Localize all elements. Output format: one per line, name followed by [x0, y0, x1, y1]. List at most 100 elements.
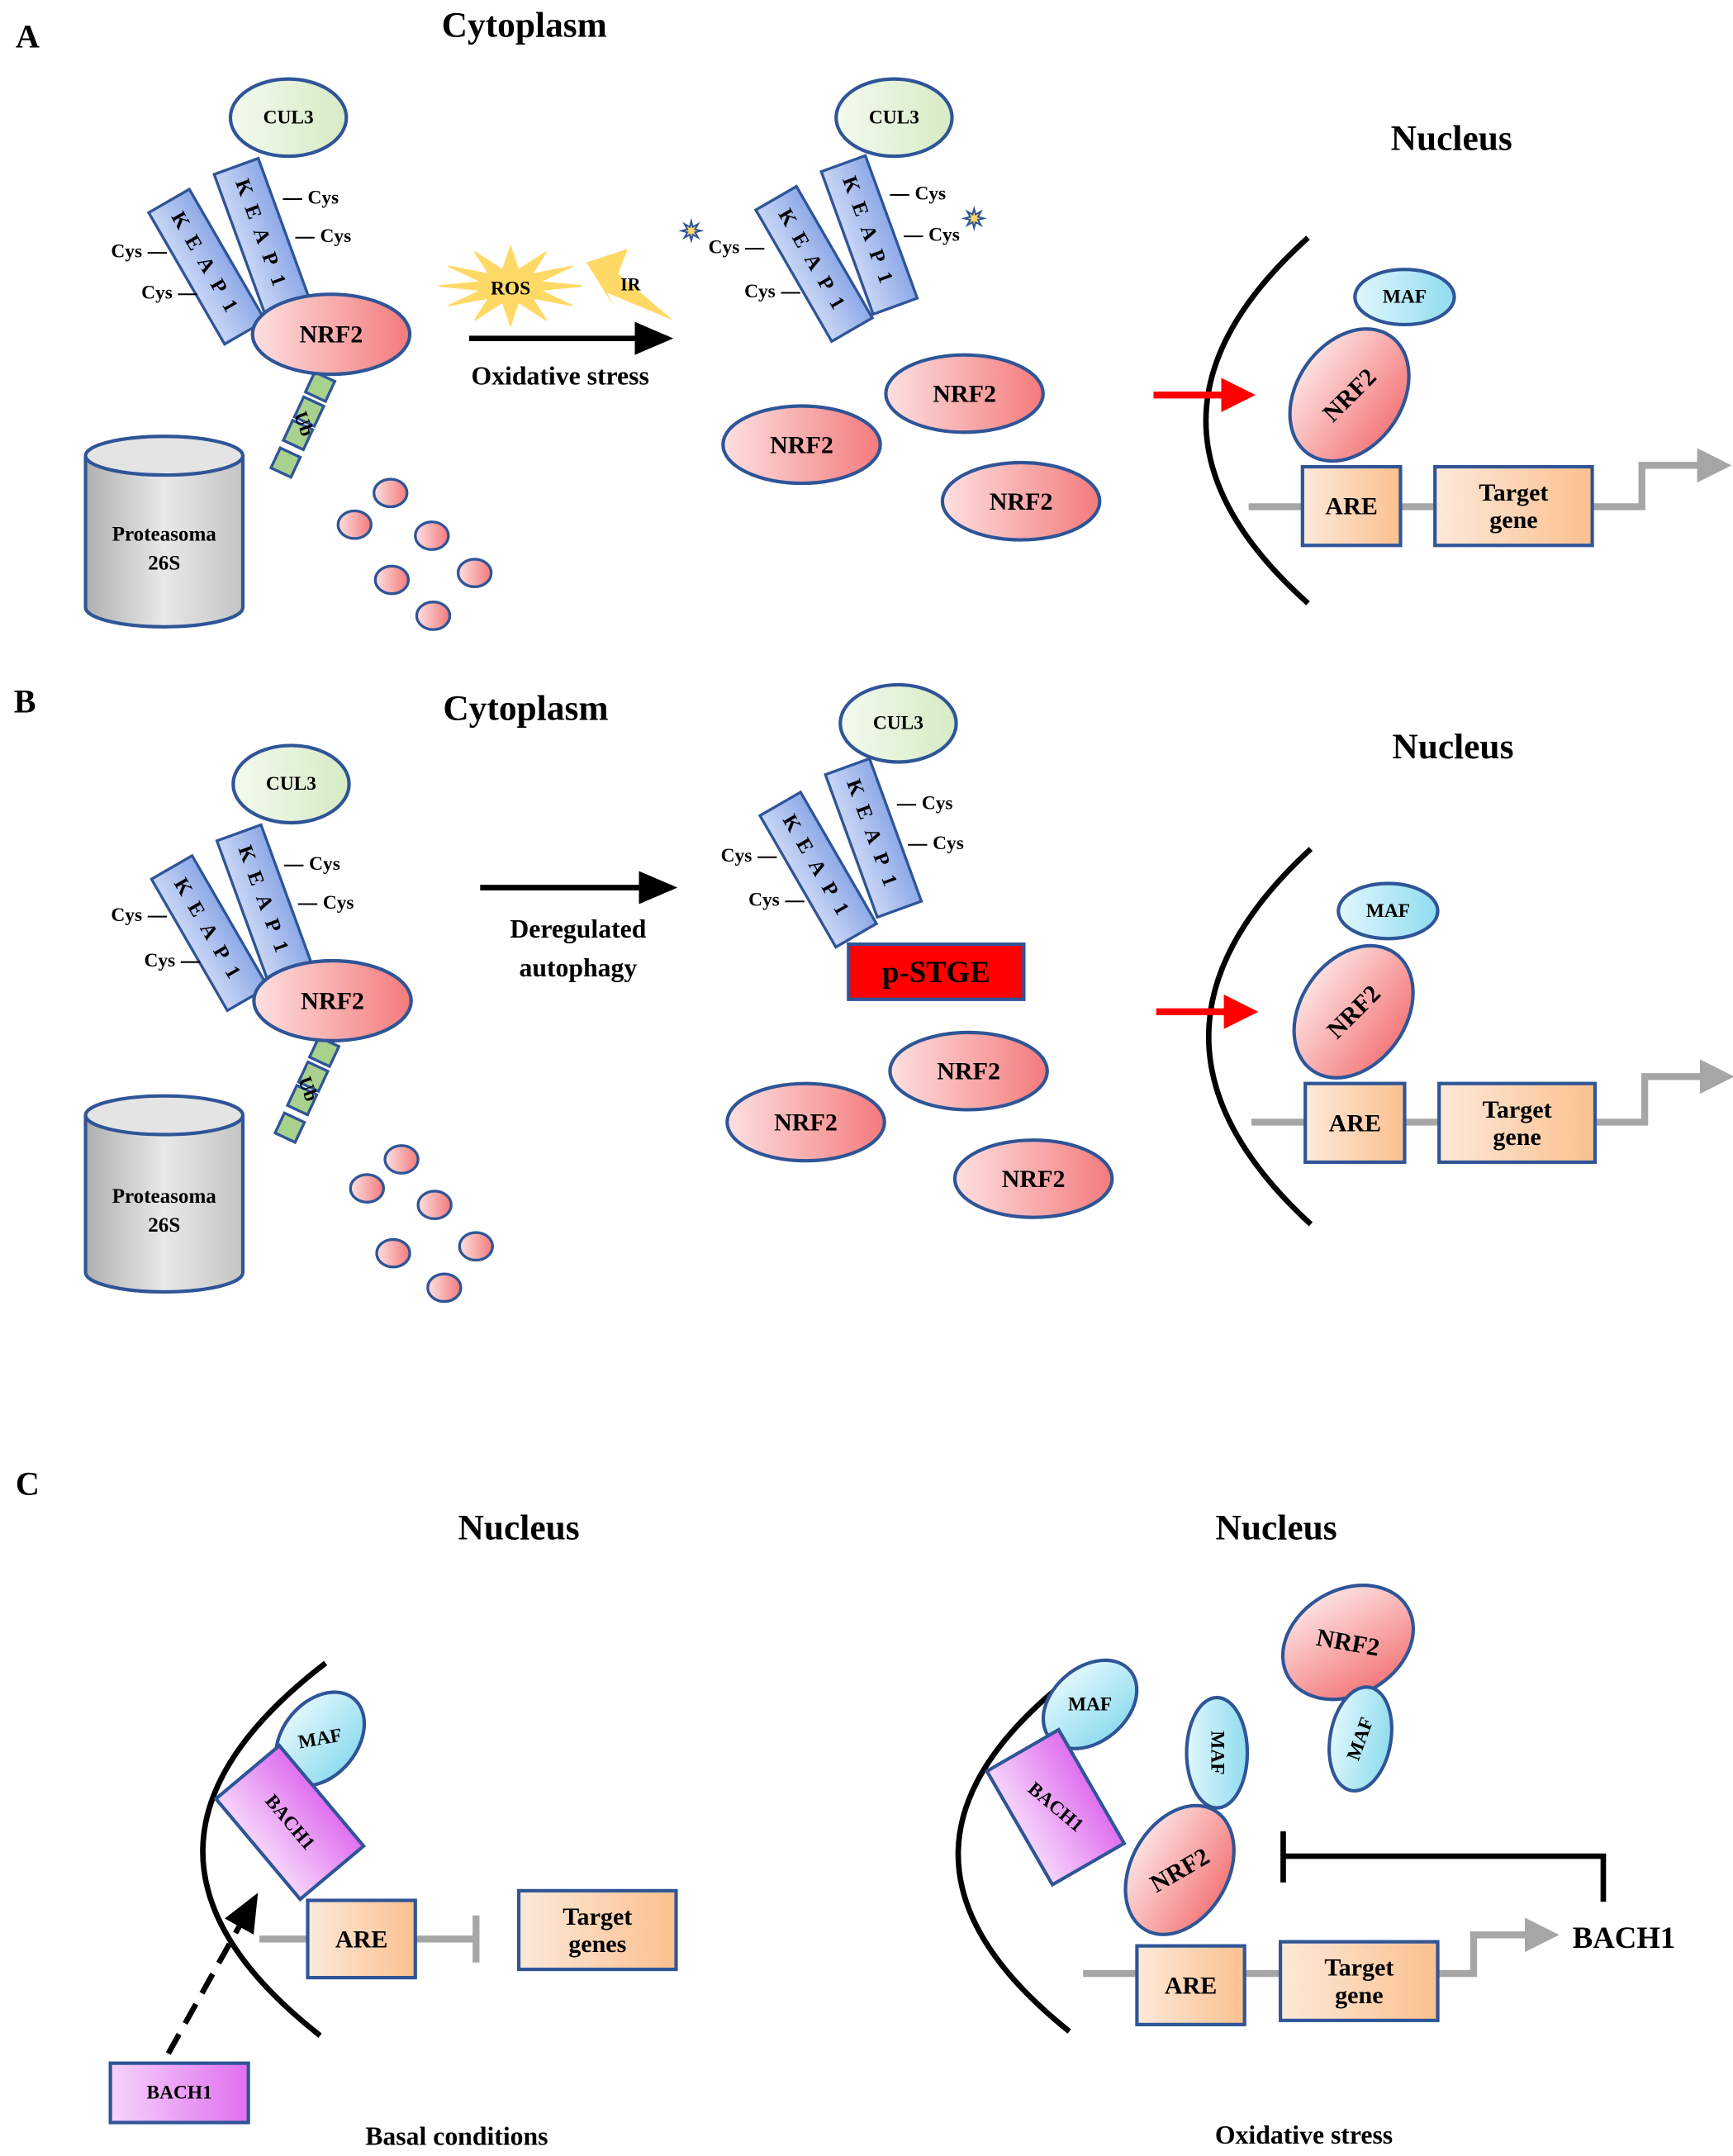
maf: MAF	[1185, 1695, 1250, 1810]
cul3-shape	[231, 743, 351, 825]
nrf2: NRF2	[952, 1138, 1114, 1219]
nuclear-membrane	[200, 1660, 328, 2038]
nrf2: NRF2	[252, 958, 413, 1042]
cys-residue: Cys	[111, 905, 168, 926]
cys-label: Cys	[307, 187, 339, 208]
proteasome-label: Proteasoma	[112, 523, 217, 545]
ubiquitin-square	[281, 418, 315, 452]
maf: MAF	[273, 1690, 367, 1788]
nrf2-label: NRF2	[937, 1057, 1000, 1085]
nrf2-shape	[252, 958, 413, 1042]
are-box: ARE	[306, 1898, 417, 1980]
proteasome-label: Proteasoma	[112, 1185, 217, 1208]
oxidative-stress-label: Oxidative stress	[472, 361, 649, 390]
cys-residue: Cys	[111, 240, 168, 262]
maf-label: MAF	[1068, 1693, 1112, 1715]
cys-label: Cys	[744, 281, 776, 302]
degraded-peptide	[416, 1190, 453, 1221]
proteasome-body	[83, 455, 245, 629]
proteasome-top	[83, 435, 245, 477]
cys-label: Cys	[320, 226, 352, 247]
are-box-label: ARE	[1325, 492, 1377, 520]
nrf2: NRF2	[725, 1081, 886, 1163]
are-box-label: ARE	[1329, 1109, 1381, 1137]
nrf2-shape	[884, 353, 1045, 435]
cul3-shape	[834, 77, 954, 159]
are-box: ARE	[1300, 464, 1403, 548]
nuclear-membrane	[1206, 847, 1313, 1227]
panel-label-b: B	[14, 682, 36, 719]
are-box: ARE	[1135, 1944, 1246, 2026]
nrf2: NRF2	[1288, 327, 1411, 463]
nrf2-label: NRF2	[301, 986, 364, 1014]
nrf2-shape	[725, 1081, 886, 1163]
keap1-protein: KEAP1	[819, 154, 919, 316]
bach1-box: BACH1	[213, 1743, 367, 1902]
are-box: ARE	[1303, 1081, 1407, 1164]
target-genes-box-shape	[516, 1888, 678, 1972]
cul3-label: CUL3	[266, 773, 316, 795]
target-gene-box-shape	[1279, 1940, 1440, 2022]
degraded-peptide	[458, 1231, 494, 1262]
p-stge-box-shape	[847, 942, 1026, 1001]
nrf2-label: NRF2	[770, 430, 833, 458]
keap1-shape	[150, 853, 270, 1013]
maf-shape	[1185, 1695, 1250, 1810]
nrf2-label: NRF2	[990, 487, 1053, 515]
bach1-box-label: BACH1	[147, 2082, 212, 2104]
nucleus-title: Nucleus	[458, 1508, 580, 1548]
ubiquitin-square	[268, 446, 302, 479]
proteasome-top	[83, 1094, 245, 1137]
are-box-label: ARE	[1165, 1971, 1217, 1999]
nrf2-label: NRF2	[300, 321, 363, 349]
maf-label: MAF	[1206, 1731, 1227, 1774]
cys-residue: Cys	[744, 281, 800, 302]
ubiquitin-square	[285, 1083, 319, 1117]
degraded-peptide	[375, 1237, 411, 1269]
cys-residue: Cys	[144, 950, 201, 971]
nrf2-shape	[888, 1030, 1049, 1112]
nrf2-shape	[1123, 1803, 1236, 1936]
maf-label: MAF	[1383, 287, 1427, 308]
cys-residue: Cys	[748, 890, 805, 911]
cul3: CUL3	[228, 77, 349, 159]
oxidized-star-icon	[678, 217, 705, 245]
cys-residue: Cys	[141, 283, 197, 304]
maf: MAF	[1327, 1685, 1394, 1793]
nucleus-title: Nucleus	[1216, 1508, 1337, 1548]
nrf2: NRF2	[888, 1030, 1049, 1112]
maf-label: MAF	[1366, 900, 1410, 922]
are-box-shape	[1303, 1081, 1407, 1164]
maf: MAF	[1337, 881, 1440, 941]
maf: MAF	[1353, 268, 1456, 327]
nrf2-label: NRF2	[1002, 1165, 1066, 1193]
cys-residue: Cys	[295, 226, 351, 247]
proteasome-label: 26S	[148, 552, 180, 574]
cys-residue: Cys	[896, 793, 952, 814]
cys-label: Cys	[111, 240, 142, 262]
deregulated-label: Deregulated	[510, 914, 646, 943]
cys-residue: Cys	[908, 833, 964, 854]
cul3: CUL3	[834, 77, 954, 159]
nuclear-membrane	[955, 1667, 1082, 2034]
cys-label: Cys	[709, 236, 740, 258]
target-gene-box-label: gene	[1489, 506, 1537, 534]
ubiquitin-square	[297, 1060, 330, 1094]
nrf2-shape	[250, 292, 412, 377]
degraded-peptide	[383, 1144, 420, 1175]
nucleus-title: Nucleus	[1392, 727, 1513, 767]
ubiquitin-chain: Ub	[268, 370, 337, 479]
nrf2-shape	[721, 404, 882, 486]
cul3: CUL3	[838, 682, 958, 764]
cys-residue: Cys	[284, 853, 340, 875]
cul3: CUL3	[231, 743, 351, 825]
bach1-box-shape	[984, 1727, 1127, 1888]
keap1-shape	[824, 757, 923, 919]
target-gene-box-label: Target	[1479, 478, 1548, 506]
degraded-peptide	[414, 520, 450, 551]
cys-residue: Cys	[721, 845, 777, 867]
